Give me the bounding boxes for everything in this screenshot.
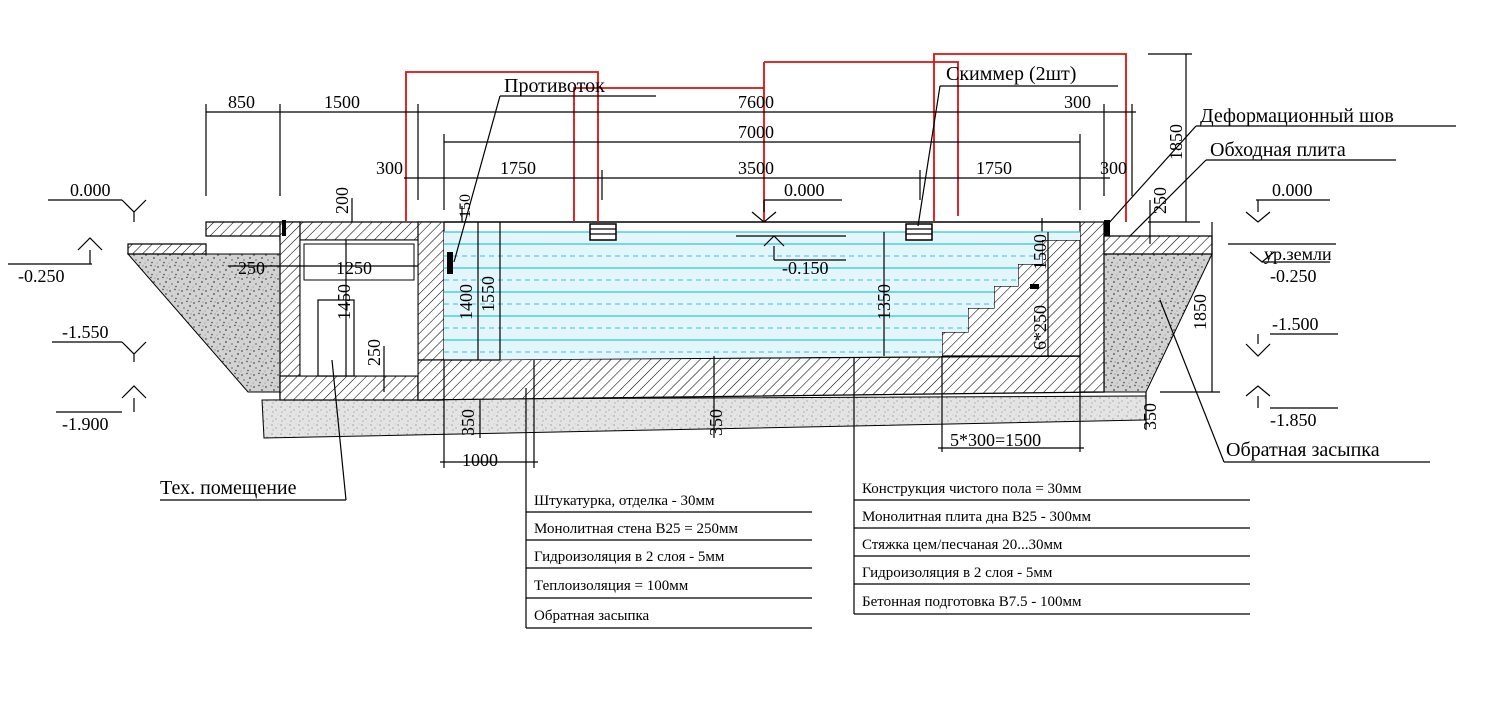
dim-350-mid: 350 (706, 409, 726, 436)
dim-250-left: 250 (238, 258, 265, 278)
water-lines (444, 231, 1080, 353)
deformation-joint-label: Деформационный шов (1200, 105, 1394, 127)
pool-floor-slab (417, 355, 1105, 401)
dim-300-left: 300 (376, 158, 403, 178)
dim-250-right: 250 (1150, 187, 1170, 214)
level-left-mid: -1.550 (62, 322, 109, 342)
concrete-left-top (205, 221, 441, 241)
dim-850: 850 (228, 92, 255, 112)
skimmer-label: Скиммер (2шт) (946, 63, 1076, 85)
dim-350-left: 350 (458, 409, 478, 436)
wall-layer-5: Обратная засыпка (534, 608, 650, 624)
floor-layer-4: Гидроизоляция в 2 слоя - 5мм (862, 565, 1053, 581)
level-left-ground: -0.250 (18, 266, 65, 286)
floor-layer-3: Стяжка цем/песчаная 20...30мм (862, 537, 1063, 553)
floor-layer-2: Монолитная плита дна В25 - 300мм (862, 509, 1091, 525)
floor-layer-1: Конструкция чистого пола = 30мм (862, 481, 1082, 497)
counterflow-nozzle (447, 252, 453, 274)
level-right-ground: -0.250 (1270, 266, 1317, 286)
wall-layers-table (526, 511, 812, 629)
dim-1850-top: 1850 (1166, 124, 1186, 160)
tech-room-equipment (317, 299, 355, 377)
level-pool-surface: 0.000 (784, 180, 825, 200)
floor-layers-table (854, 499, 1250, 615)
dim-250-vert: 250 (364, 339, 384, 366)
dim-200: 200 (332, 187, 352, 214)
floor-layer-5: Бетонная подготовка В7.5 - 100мм (862, 594, 1082, 610)
wall-layer-2: Монолитная стена В25 = 250мм (534, 521, 738, 537)
dim-3500: 3500 (738, 158, 774, 178)
dim-1750-right: 1750 (976, 158, 1012, 178)
tech-room-outer-wall (279, 221, 301, 398)
dim-1450: 1450 (334, 284, 354, 320)
ground-level-label: ур.земли (1264, 244, 1332, 264)
dim-1000: 1000 (462, 450, 498, 470)
skimmer-left (589, 223, 617, 241)
dim-7600: 7600 (738, 92, 774, 112)
dim-7000: 7000 (738, 122, 774, 142)
wall-layer-4: Теплоизоляция = 100мм (534, 578, 689, 594)
pipes (405, 53, 1127, 222)
dim-1550: 1550 (478, 276, 498, 312)
pool-wall-right (1079, 221, 1105, 393)
bypass-slab-label: Обходная плита (1210, 139, 1346, 161)
dim-1350: 1350 (874, 284, 894, 320)
dim-treads: 5*300=1500 (950, 430, 1041, 450)
level-right-top: 0.000 (1272, 180, 1313, 200)
dim-350-right: 350 (1140, 403, 1160, 430)
concrete-right-top (1103, 235, 1213, 255)
dim-1250: 1250 (336, 258, 372, 278)
dim-300-right: 300 (1100, 158, 1127, 178)
level-right-mid: -1.500 (1272, 314, 1319, 334)
dim-1500-top: 1500 (324, 92, 360, 112)
dim-1400: 1400 (456, 284, 476, 320)
dim-1500-vert: 1500 (1030, 234, 1050, 270)
concrete-left-edge (127, 243, 207, 255)
wall-layer-3: Гидроизоляция в 2 слоя - 5мм (534, 549, 725, 565)
wall-layer-1: Штукатурка, отделка - 30мм (534, 493, 715, 509)
level-left-bottom: -1.900 (62, 414, 109, 434)
leader-lines (160, 85, 1456, 628)
level-markers (8, 199, 1338, 413)
dimension-lines (205, 53, 1220, 468)
dim-1750-left: 1750 (500, 158, 536, 178)
backfill-label: Обратная засыпка (1226, 439, 1380, 461)
deformation-joint-right (1104, 220, 1110, 236)
counterflow-label: Противоток (504, 75, 605, 97)
level-right-bottom: -1.850 (1270, 410, 1317, 430)
tech-room-label: Тех. помещение (160, 477, 297, 499)
dim-1850-right: 1850 (1190, 294, 1210, 330)
dim-steps: 6*250 (1030, 305, 1050, 350)
skimmer-right (905, 223, 933, 241)
level-water: -0.150 (782, 258, 829, 278)
dim-150: 150 (457, 194, 474, 218)
deformation-joint-left (282, 220, 286, 236)
level-left-top: 0.000 (70, 180, 111, 200)
dim-300-top-right: 300 (1064, 92, 1091, 112)
tech-room-floor (279, 375, 441, 401)
